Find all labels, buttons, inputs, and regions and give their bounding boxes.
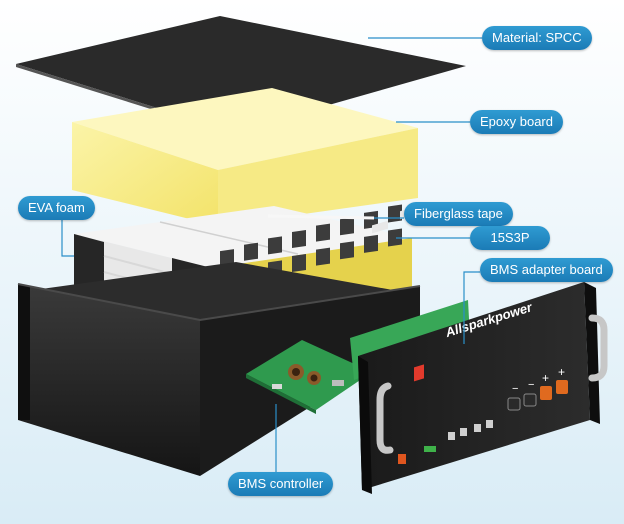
label-bms-controller: BMS controller [228, 472, 334, 496]
bms-controller-board [246, 340, 372, 414]
label-eva-foam: EVA foam [18, 196, 95, 220]
svg-text:−: − [528, 379, 534, 391]
communication-ports [448, 420, 493, 440]
dip-switch [424, 446, 436, 452]
minus-icon [507, 397, 521, 411]
terminals: − − + + [507, 365, 568, 411]
leader-lines [61, 37, 482, 476]
label-material-spcc: Material: SPCC [482, 26, 592, 50]
svg-text:+: + [542, 371, 549, 385]
plus-icon [540, 386, 552, 400]
power-switch-icon [414, 364, 424, 382]
epoxy-board [72, 88, 418, 226]
svg-text:−: − [512, 383, 518, 395]
label-15s3p: 15S3P [470, 226, 550, 250]
spcc-cover-sheet [16, 16, 466, 132]
panel-handle-left [376, 382, 394, 454]
fiberglass-tape [267, 214, 375, 220]
label-epoxy-board: Epoxy board [470, 110, 563, 134]
svg-text:+: + [558, 365, 565, 379]
panel-handle-right [588, 314, 608, 382]
label-bms-adapter-board: BMS adapter board [480, 258, 613, 282]
label-fiberglass-tape: Fiberglass tape [404, 202, 513, 226]
indicator-led [398, 454, 406, 464]
